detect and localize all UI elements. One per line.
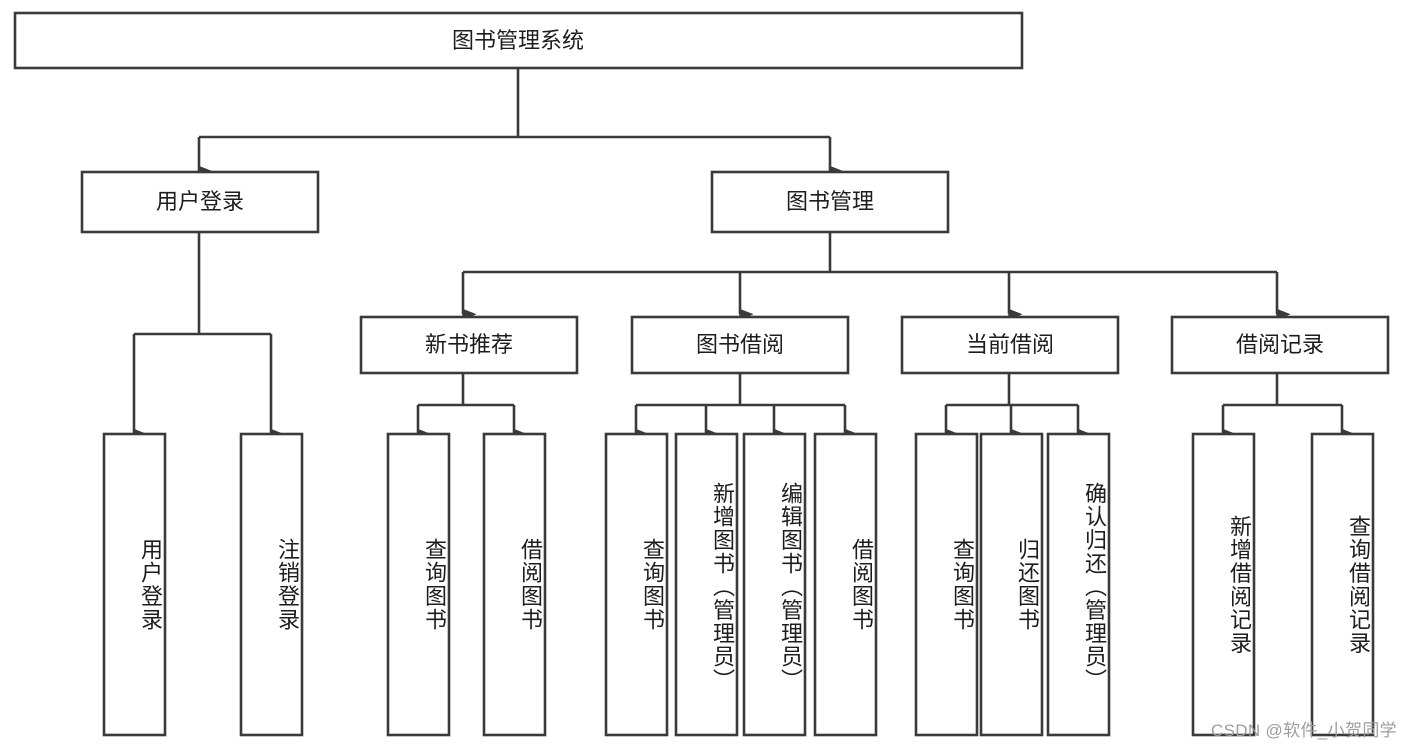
node-label-borrow-record: 借阅记录 [1236,332,1324,357]
node-label-new-book-recommend: 新书推荐 [425,332,513,357]
node-box-level1-system[interactable] [13,11,1024,70]
node-box-book-borrow[interactable] [630,315,850,375]
node-box-leaf-query-borrow-record[interactable] [1310,432,1375,737]
node-box-leaf-borrow-book-bb[interactable] [813,432,878,737]
connector-group-current-borrow [944,374,1078,434]
node-box-leaf-query-book-cb[interactable] [914,432,979,737]
node-box-borrow-record[interactable] [1170,315,1390,375]
connector-group-borrow-record [1221,374,1342,434]
connector-group-book-mgmt [461,232,1277,314]
node-label-book-borrow: 图书借阅 [696,332,784,357]
node-box-leaf-return-book[interactable] [979,432,1044,737]
node-box-user-login[interactable] [80,170,320,234]
node-box-current-borrow[interactable] [900,315,1120,375]
node-box-leaf-user-login[interactable] [102,432,167,737]
node-label-current-borrow: 当前借阅 [966,332,1054,357]
connector-group-user-login [132,232,271,434]
node-box-leaf-query-book-nb[interactable] [386,432,451,737]
node-label-system: 图书管理系统 [452,28,584,53]
node-box-leaf-logout[interactable] [239,432,304,737]
node-box-leaf-edit-book-admin[interactable] [742,432,807,737]
node-box-leaf-confirm-return-admin[interactable] [1046,432,1111,737]
node-box-book-management[interactable] [710,170,950,234]
node-box-leaf-query-book-bb[interactable] [604,432,669,737]
connector-group-new-book [416,374,514,434]
connector-group-root [197,68,830,171]
csdn-watermark: CSDN @软件_小贺同学 [1210,721,1397,740]
node-box-leaf-add-book-admin[interactable] [674,432,739,737]
node-box-leaf-borrow-book-nb[interactable] [482,432,547,737]
node-box-leaf-add-borrow-record[interactable] [1191,432,1256,737]
node-label-book-management: 图书管理 [786,189,874,214]
node-box-new-book-recommend[interactable] [359,315,579,375]
node-label-user-login: 用户登录 [156,189,244,214]
connector-group-book-borrow [634,374,845,434]
